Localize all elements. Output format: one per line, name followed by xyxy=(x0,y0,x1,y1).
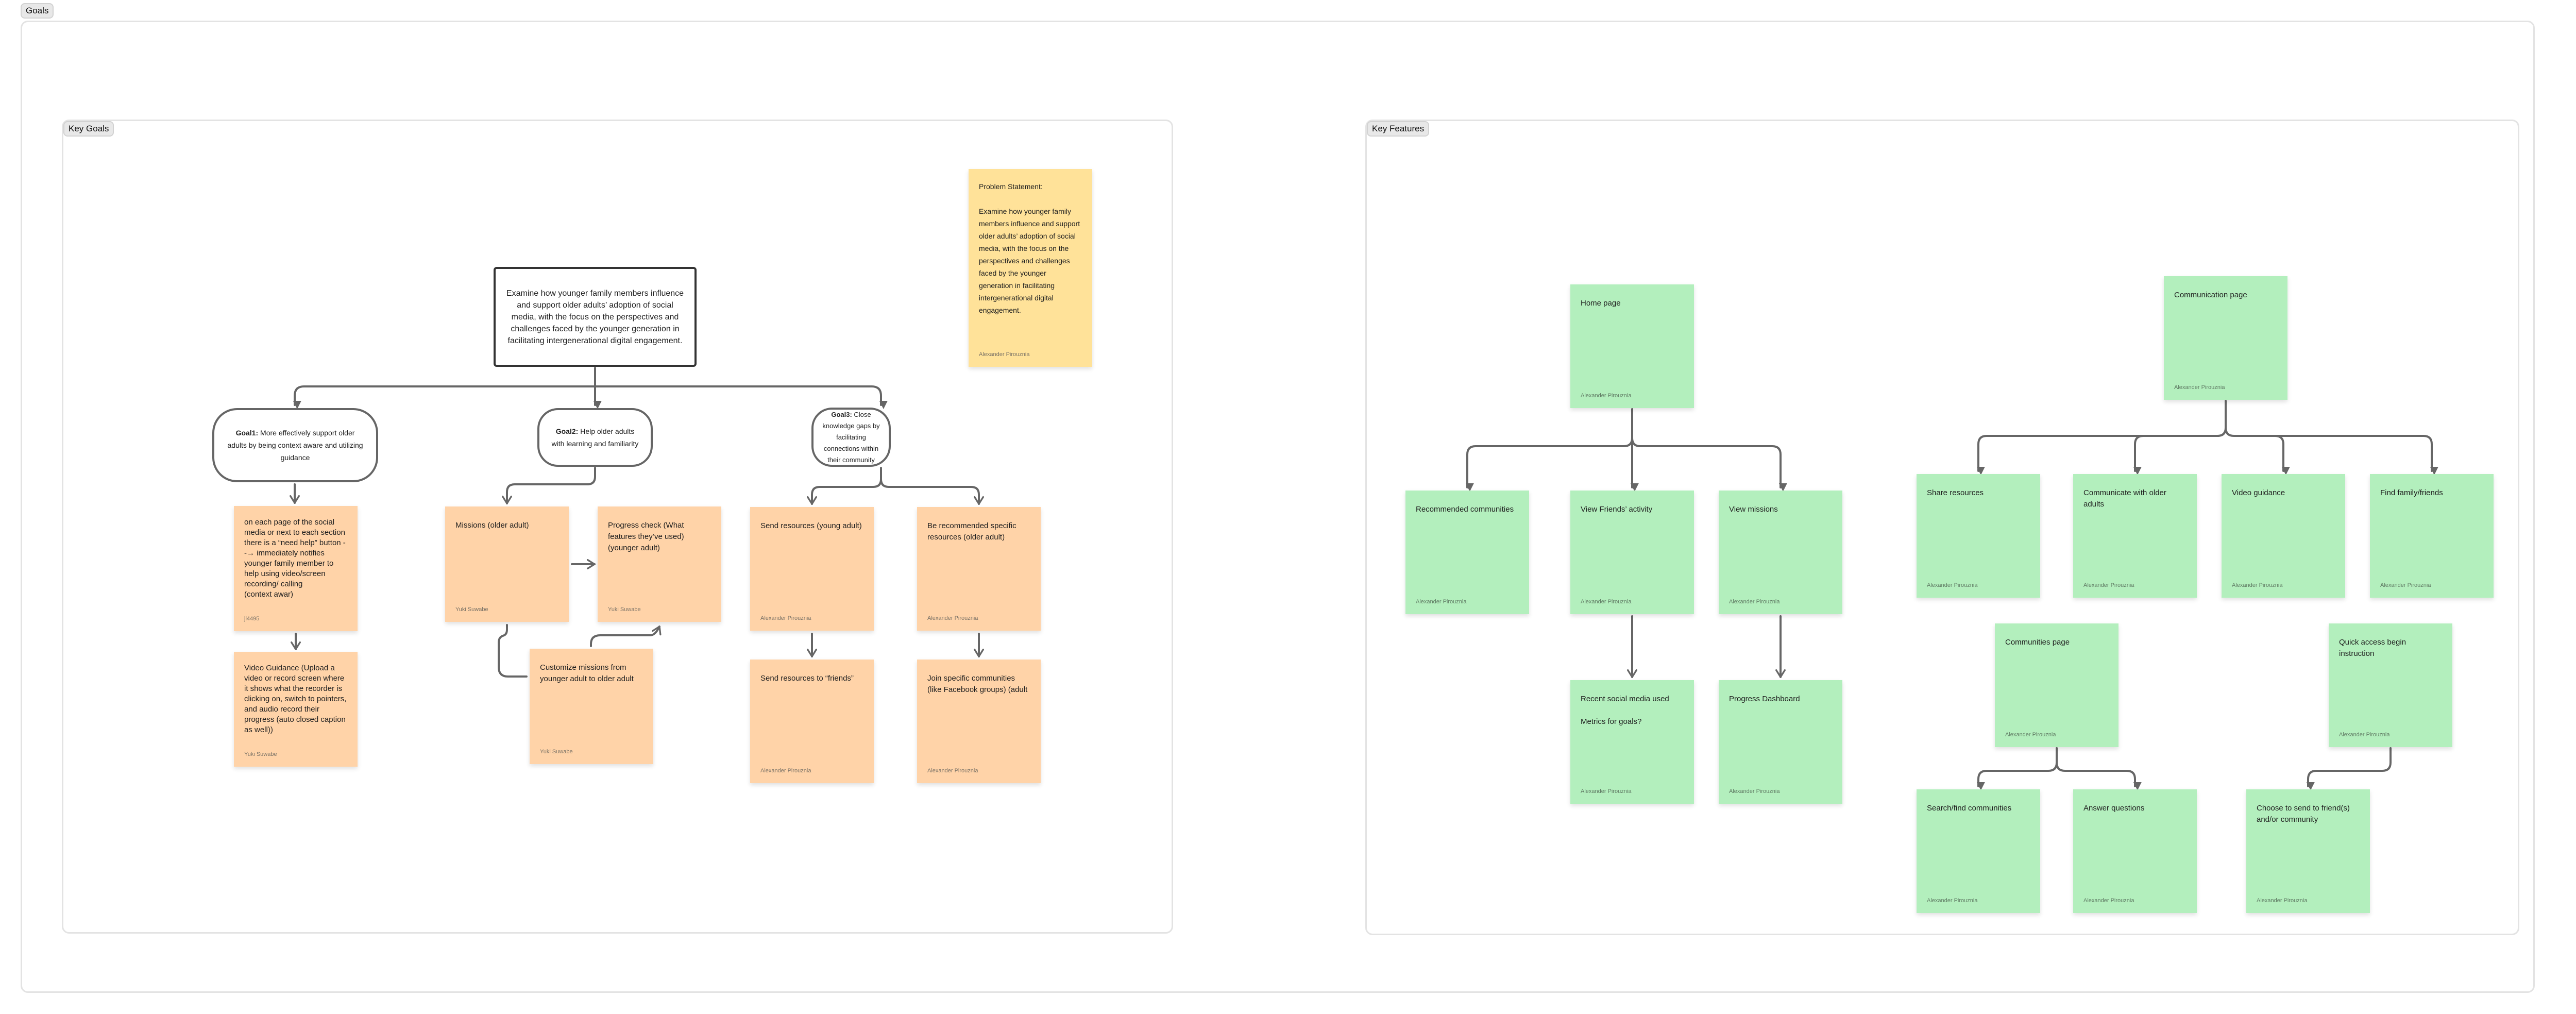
sticky-recommended-resources[interactable]: Be recommended specific resources (older… xyxy=(917,507,1041,631)
goal-label: Goal2: xyxy=(555,427,579,435)
sticky-progress-check[interactable]: Progress check (What features they’ve us… xyxy=(598,506,721,622)
sticky-view-friends-activity[interactable]: View Friends’ activity Alexander Pirouzn… xyxy=(1570,491,1694,614)
goal-text: More effectively support older adults by… xyxy=(227,429,363,462)
sticky-communities-page[interactable]: Communities page Alexander Pirouznia xyxy=(1995,623,2119,747)
sticky-recent-social-media[interactable]: Recent social media used Metrics for goa… xyxy=(1570,680,1694,804)
sticky-join-communities[interactable]: Join specific communities (like Facebook… xyxy=(917,660,1041,783)
sticky-customize-missions[interactable]: Customize missions from younger adult to… xyxy=(530,649,653,764)
sticky-text: Recent social media used Metrics for goa… xyxy=(1581,695,1669,726)
sticky-author: Yuki Suwabe xyxy=(540,749,573,755)
sticky-text: Video guidance xyxy=(2232,488,2285,497)
goal-text: Close knowledge gaps by facilitating con… xyxy=(822,410,880,464)
sticky-need-help-button[interactable]: on each page of the social media or next… xyxy=(234,506,358,631)
main-statement-text: Examine how younger family members influ… xyxy=(506,289,684,345)
frame-label-key-features[interactable]: Key Features xyxy=(1367,121,1430,137)
sticky-send-resources[interactable]: Send resources (young adult) Alexander P… xyxy=(750,507,874,631)
sticky-author: Alexander Pirouznia xyxy=(760,615,811,621)
sticky-text: Be recommended specific resources (older… xyxy=(927,521,1016,542)
sticky-text: Progress Dashboard xyxy=(1729,695,1800,703)
sticky-author: Alexander Pirouznia xyxy=(979,351,1030,358)
sticky-text: Answer questions xyxy=(2083,804,2145,813)
goal-2-node[interactable]: Goal2: Help older adults with learning a… xyxy=(537,408,653,467)
sticky-author: Alexander Pirouznia xyxy=(1729,599,1780,605)
sticky-author: Alexander Pirouznia xyxy=(2083,582,2134,588)
sticky-video-guidance-feature[interactable]: Video guidance Alexander Pirouznia xyxy=(2222,474,2345,598)
sticky-text: Progress check (What features they’ve us… xyxy=(608,521,684,552)
sticky-author: Alexander Pirouznia xyxy=(1416,599,1467,605)
sticky-text: Video Guidance (Upload a video or record… xyxy=(244,664,347,734)
sticky-author: jl4495 xyxy=(244,616,260,622)
sticky-text: Find family/friends xyxy=(2380,488,2443,497)
sticky-text: Send resources to “friends” xyxy=(760,674,854,683)
sticky-author: Alexander Pirouznia xyxy=(2380,582,2431,588)
sticky-author: Alexander Pirouznia xyxy=(927,768,978,774)
sticky-problem-statement[interactable]: Problem Statement: Examine how younger f… xyxy=(969,169,1092,367)
sticky-text: Quick access begin instruction xyxy=(2339,638,2406,658)
sticky-text: Communication page xyxy=(2174,291,2247,299)
sticky-text: Missions (older adult) xyxy=(455,521,529,530)
sticky-author: Alexander Pirouznia xyxy=(2339,732,2390,738)
sticky-author: Yuki Suwabe xyxy=(608,606,641,613)
sticky-author: Alexander Pirouznia xyxy=(1729,788,1780,795)
sticky-text: Send resources (young adult) xyxy=(760,521,862,530)
sticky-home-page[interactable]: Home page Alexander Pirouznia xyxy=(1570,284,1694,408)
sticky-author: Alexander Pirouznia xyxy=(1927,898,1978,904)
sticky-video-guidance[interactable]: Video Guidance (Upload a video or record… xyxy=(234,652,358,767)
sticky-text: Join specific communities (like Facebook… xyxy=(927,674,1028,694)
sticky-recommended-communities[interactable]: Recommended communities Alexander Pirouz… xyxy=(1405,491,1529,614)
sticky-text: View Friends’ activity xyxy=(1581,505,1653,514)
goal-1-node[interactable]: Goal1: More effectively support older ad… xyxy=(212,408,378,482)
sticky-author: Alexander Pirouznia xyxy=(927,615,978,621)
sticky-author: Yuki Suwabe xyxy=(455,606,488,613)
frame-label-goals[interactable]: Goals xyxy=(21,3,54,19)
sticky-author: Alexander Pirouznia xyxy=(1581,599,1632,605)
sticky-view-missions[interactable]: View missions Alexander Pirouznia xyxy=(1719,491,1842,614)
sticky-text: Share resources xyxy=(1927,488,1984,497)
sticky-find-family-friends[interactable]: Find family/friends Alexander Pirouznia xyxy=(2370,474,2494,598)
main-statement-box[interactable]: Examine how younger family members influ… xyxy=(494,267,697,367)
sticky-text: Customize missions from younger adult to… xyxy=(540,663,634,683)
sticky-text: View missions xyxy=(1729,505,1778,514)
goal-text: Help older adults with learning and fami… xyxy=(551,427,639,448)
sticky-author: Alexander Pirouznia xyxy=(2257,898,2308,904)
sticky-author: Alexander Pirouznia xyxy=(1581,788,1632,795)
sticky-text: Home page xyxy=(1581,299,1621,308)
sticky-text: Search/find communities xyxy=(1927,804,2012,813)
sticky-choose-send[interactable]: Choose to send to friend(s) and/or commu… xyxy=(2246,789,2370,913)
sticky-author: Alexander Pirouznia xyxy=(2232,582,2283,588)
sticky-missions[interactable]: Missions (older adult) Yuki Suwabe xyxy=(445,506,569,622)
sticky-author: Alexander Pirouznia xyxy=(2005,732,2056,738)
sticky-text: on each page of the social media or next… xyxy=(244,518,346,599)
sticky-author: Alexander Pirouznia xyxy=(2174,384,2225,391)
sticky-author: Alexander Pirouznia xyxy=(1581,393,1632,399)
goal-3-node[interactable]: Goal3: Close knowledge gaps by facilitat… xyxy=(811,408,891,467)
sticky-author: Alexander Pirouznia xyxy=(1927,582,1978,588)
goal-label: Goal1: xyxy=(235,429,259,437)
sticky-text: Recommended communities xyxy=(1416,505,1514,514)
sticky-text: Choose to send to friend(s) and/or commu… xyxy=(2257,804,2350,824)
sticky-progress-dashboard[interactable]: Progress Dashboard Alexander Pirouznia xyxy=(1719,680,1842,804)
sticky-answer-questions[interactable]: Answer questions Alexander Pirouznia xyxy=(2073,789,2197,913)
sticky-send-to-friends[interactable]: Send resources to “friends” Alexander Pi… xyxy=(750,660,874,783)
sticky-author: Alexander Pirouznia xyxy=(2083,898,2134,904)
sticky-author: Alexander Pirouznia xyxy=(760,768,811,774)
sticky-text: Problem Statement: Examine how younger f… xyxy=(979,182,1080,314)
sticky-author: Yuki Suwabe xyxy=(244,751,277,757)
sticky-communicate-older-adults[interactable]: Communicate with older adults Alexander … xyxy=(2073,474,2197,598)
frame-label-key-goals[interactable]: Key Goals xyxy=(63,121,114,137)
sticky-text: Communities page xyxy=(2005,638,2070,647)
sticky-search-communities[interactable]: Search/find communities Alexander Pirouz… xyxy=(1917,789,2040,913)
sticky-share-resources[interactable]: Share resources Alexander Pirouznia xyxy=(1917,474,2040,598)
sticky-communication-page[interactable]: Communication page Alexander Pirouznia xyxy=(2164,276,2287,400)
goal-label: Goal3: xyxy=(831,410,852,418)
sticky-text: Communicate with older adults xyxy=(2083,488,2166,509)
sticky-quick-access[interactable]: Quick access begin instruction Alexander… xyxy=(2329,623,2452,747)
